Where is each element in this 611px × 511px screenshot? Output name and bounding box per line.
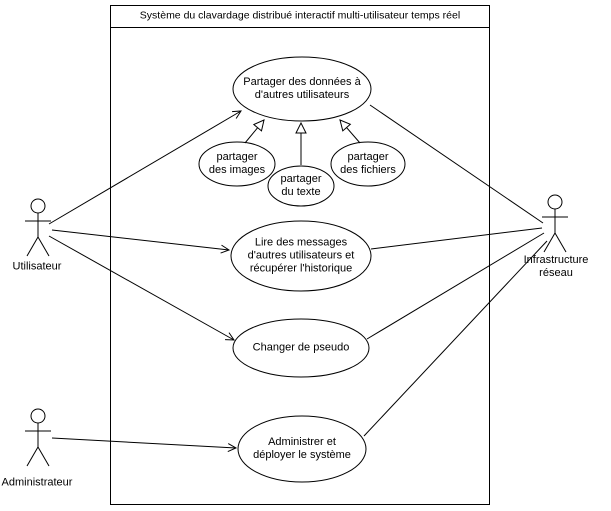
actor-figure-infrastructure-reseau <box>542 194 568 253</box>
actor-leg-right <box>554 232 567 253</box>
actor-figure-utilisateur <box>25 198 51 257</box>
association-changer-pseudo-infrastructure <box>366 232 545 340</box>
association-partager-donnees-infrastructure <box>369 104 544 224</box>
association-administrateur-administrer <box>51 437 238 453</box>
association-administrer-infrastructure <box>363 240 548 437</box>
system-boundary <box>110 5 490 505</box>
use-case-ellipse-partager-images <box>198 141 276 187</box>
generalization-partager-fichiers <box>339 119 361 144</box>
actor-leg-left <box>26 446 39 467</box>
actor-leg-right <box>37 236 50 257</box>
use-case-ellipse-partager-donnees <box>232 56 372 122</box>
association-lire-messages-infrastructure <box>370 227 543 250</box>
generalization-partager-images <box>244 119 265 144</box>
actor-head <box>30 408 46 424</box>
association-utilisateur-lire-messages <box>51 229 231 254</box>
actor-leg-left <box>26 236 39 257</box>
use-case-ellipse-lire-messages <box>230 220 372 292</box>
use-case-ellipse-partager-texte <box>267 165 335 207</box>
association-utilisateur-partager-donnees <box>48 110 242 225</box>
use-case-ellipse-partager-fichiers <box>330 141 406 187</box>
actor-head <box>547 194 563 210</box>
use-case-ellipse-administrer <box>237 415 367 483</box>
actor-leg-left <box>543 232 556 253</box>
actor-head <box>30 198 46 214</box>
actor-figure-administrateur <box>25 408 51 467</box>
association-utilisateur-changer-pseudo <box>48 235 235 341</box>
actor-leg-right <box>37 446 50 467</box>
use-case-ellipse-changer-pseudo <box>232 318 370 378</box>
